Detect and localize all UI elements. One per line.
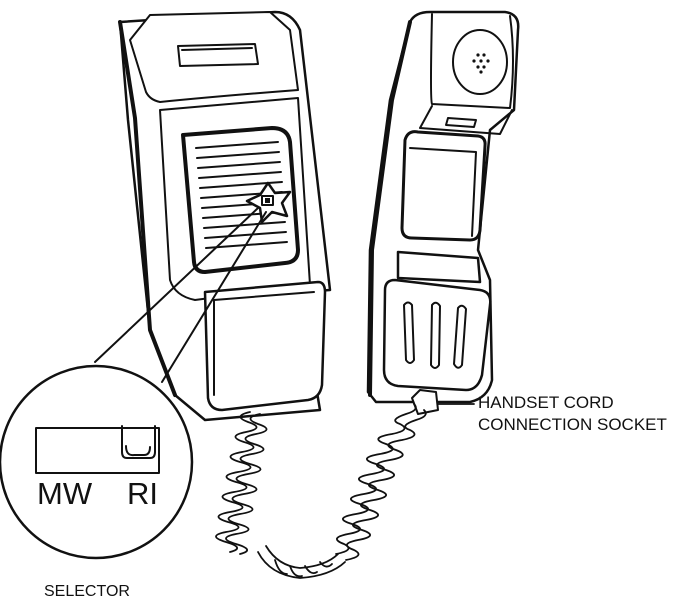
coiled-cord xyxy=(216,404,426,578)
selector-switch-knob xyxy=(122,426,155,458)
handset-cord-label-line2: CONNECTION SOCKET xyxy=(478,415,667,434)
selector-magnifier xyxy=(0,366,192,558)
handset xyxy=(368,12,518,414)
phone-base xyxy=(120,12,330,420)
selector-switch-body xyxy=(36,428,159,473)
handset-cord-label-line1: HANDSET CORD xyxy=(478,393,614,412)
selector-caption: SELECTOR xyxy=(44,583,130,600)
selector-ri-label: RI xyxy=(127,476,158,511)
callout-wedge xyxy=(95,208,266,382)
star-marker-icon xyxy=(247,183,290,222)
selector-mw-label: MW xyxy=(37,476,93,511)
